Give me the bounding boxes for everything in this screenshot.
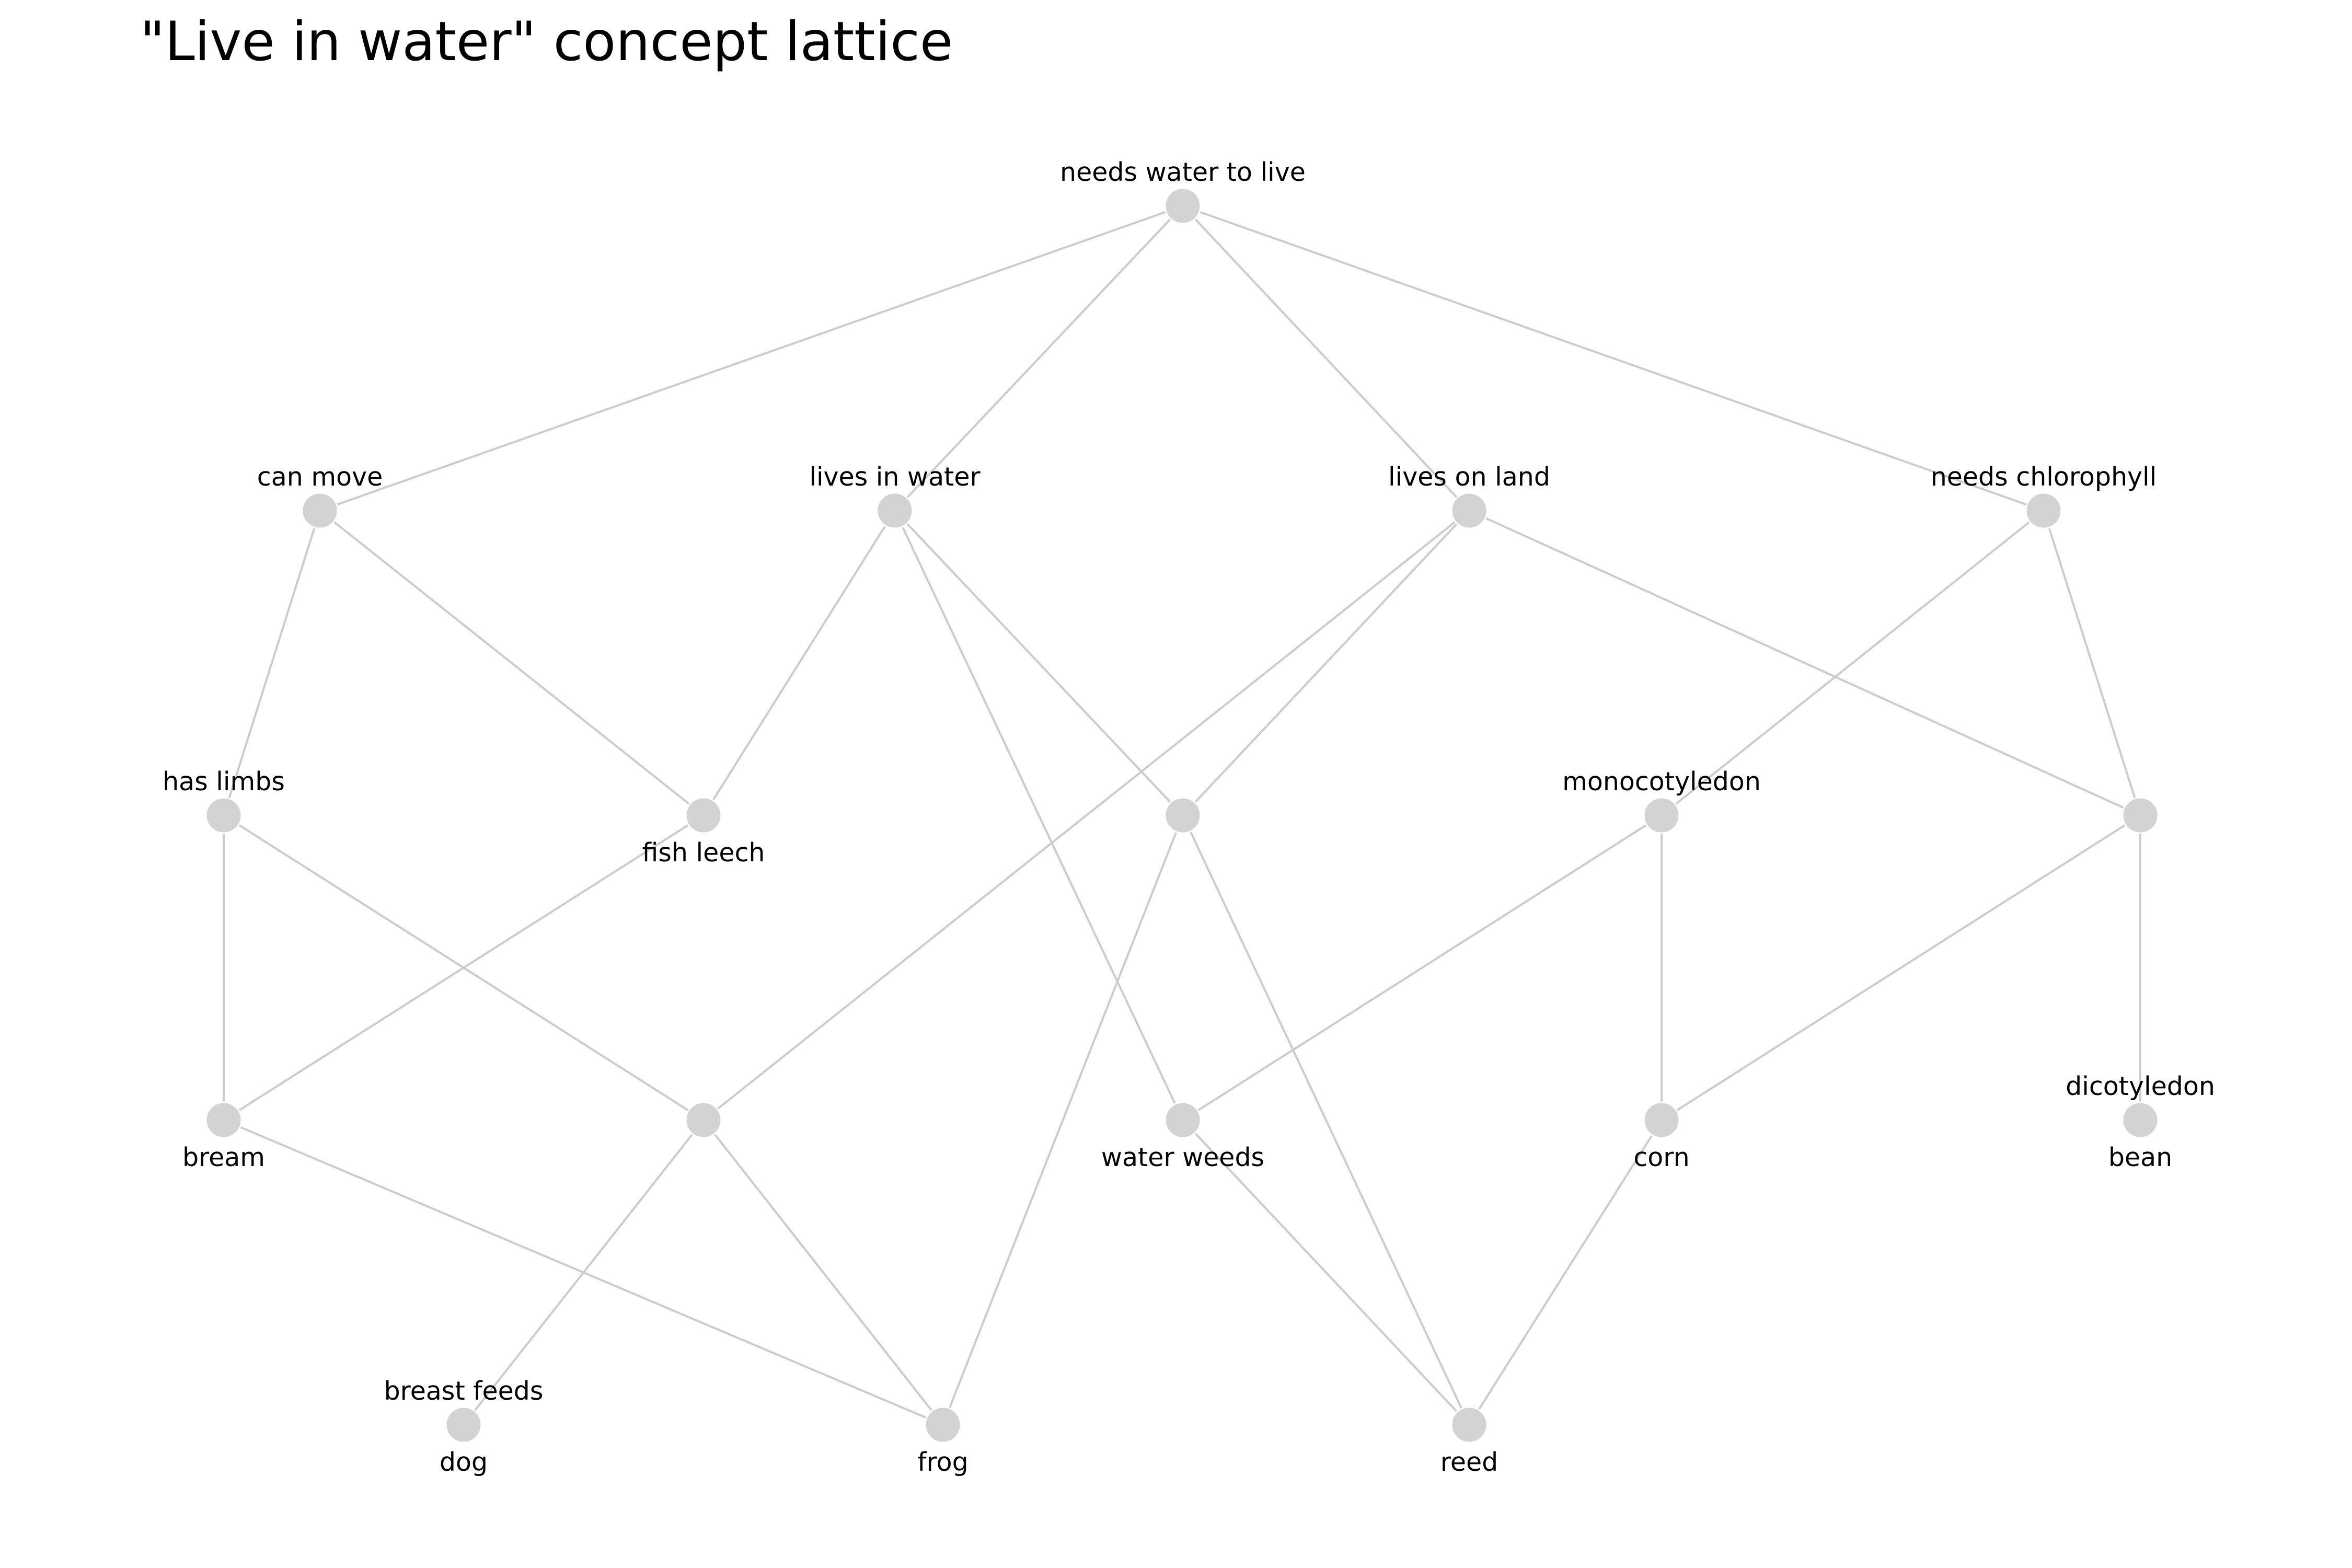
node-n0 xyxy=(1164,187,1202,225)
node-n1 xyxy=(301,492,339,529)
node-n11 xyxy=(685,1101,722,1139)
node-n12 xyxy=(1164,1101,1202,1139)
object-label: fish leech xyxy=(642,838,765,868)
node-n6 xyxy=(685,797,722,834)
edge-n11-n16 xyxy=(702,1119,944,1426)
attribute-label: monocotyledon xyxy=(1562,767,1761,797)
node-n2 xyxy=(876,492,914,529)
object-label: corn xyxy=(1633,1143,1689,1172)
attribute-label: can move xyxy=(257,462,383,492)
node-n8 xyxy=(1643,797,1680,834)
node-n9 xyxy=(2122,797,2159,834)
attribute-label: breast feeds xyxy=(384,1376,544,1406)
object-label: frog xyxy=(917,1447,968,1477)
edge-n8-n12 xyxy=(1182,814,1663,1121)
node-n17 xyxy=(1450,1406,1488,1444)
edge-n2-n7 xyxy=(894,510,1184,816)
edge-n1-n6 xyxy=(319,510,705,816)
edge-n7-n17 xyxy=(1182,815,1470,1425)
node-n5 xyxy=(205,797,243,834)
node-n13 xyxy=(1643,1101,1680,1139)
node-n7 xyxy=(1164,797,1202,834)
object-label: bream xyxy=(182,1143,265,1172)
attribute-label: lives on land xyxy=(1388,462,1550,492)
node-n10 xyxy=(205,1101,243,1139)
node-n16 xyxy=(924,1406,962,1444)
edge-n6-n10 xyxy=(223,814,705,1121)
node-n4 xyxy=(2025,492,2062,529)
object-label: water weeds xyxy=(1101,1143,1264,1172)
edge-n0-n1 xyxy=(319,205,1183,512)
labels-layer: needs water to live can move lives in wate… xyxy=(163,157,2215,1477)
object-label: bean xyxy=(2108,1143,2172,1172)
edge-n7-n16 xyxy=(942,815,1184,1425)
edge-n13-n17 xyxy=(1468,1119,1663,1426)
edge-n0-n2 xyxy=(894,205,1184,512)
attribute-label: needs water to live xyxy=(1060,157,1306,187)
edge-n4-n9 xyxy=(2043,510,2141,816)
attribute-label: dicotyledon xyxy=(2066,1071,2215,1101)
edge-n3-n11 xyxy=(702,510,1470,1121)
edge-n11-n15 xyxy=(463,1119,705,1426)
edge-n1-n5 xyxy=(223,510,321,816)
attribute-label: has limbs xyxy=(163,767,285,797)
edge-n2-n12 xyxy=(894,510,1184,1121)
object-label: dog xyxy=(440,1447,488,1477)
nodes-layer xyxy=(205,187,2159,1444)
edge-n0-n4 xyxy=(1182,205,2044,512)
diagram-title: "Live in water" concept lattice xyxy=(140,10,953,73)
object-label: reed xyxy=(1440,1447,1498,1477)
node-n3 xyxy=(1450,492,1488,529)
edges-layer xyxy=(223,205,2141,1426)
attribute-label: lives in water xyxy=(809,462,981,492)
attribute-label: needs chlorophyll xyxy=(1931,462,2157,492)
edge-n3-n9 xyxy=(1469,510,2141,816)
edge-n3-n7 xyxy=(1182,510,1470,816)
edge-n0-n3 xyxy=(1182,205,1470,512)
edge-n2-n6 xyxy=(702,510,896,816)
node-n14 xyxy=(2122,1101,2159,1139)
edge-n4-n8 xyxy=(1661,510,2045,816)
node-n15 xyxy=(445,1406,482,1444)
edge-n12-n17 xyxy=(1182,1119,1470,1426)
edge-n9-n13 xyxy=(1661,814,2141,1121)
